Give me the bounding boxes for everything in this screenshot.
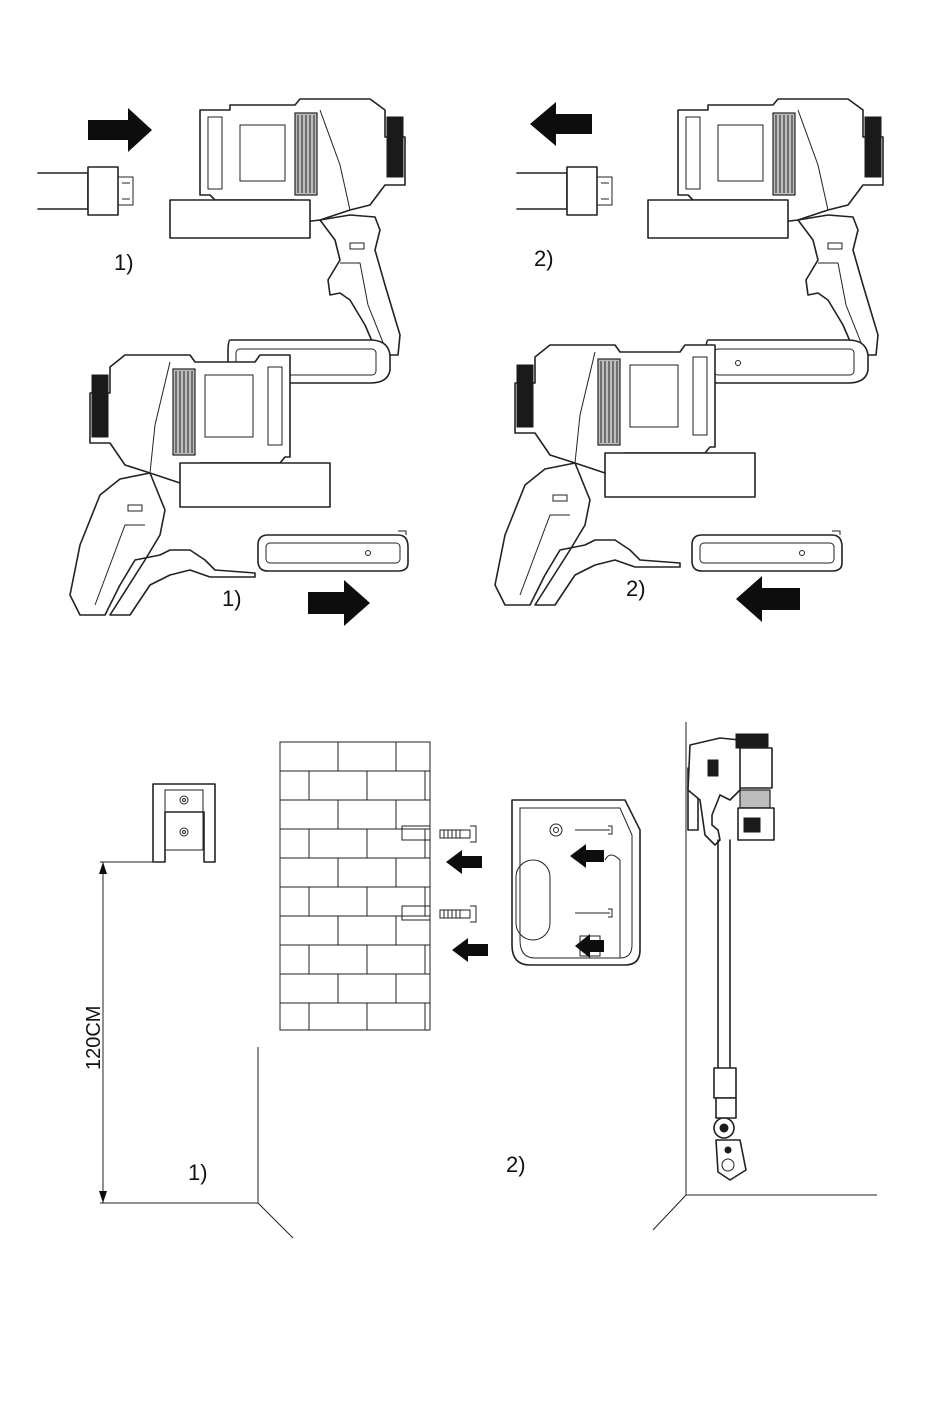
- row2-panel-remove-battery: 1): [70, 355, 408, 626]
- vacuum-main-unit: [70, 355, 330, 615]
- wall-bracket-small: [153, 784, 215, 862]
- arrow-right-icon: [308, 580, 370, 626]
- arrow-left-icon: [736, 576, 800, 622]
- row3-panel-mount-height: 120CM 1): [83, 784, 293, 1238]
- battery-pack: [692, 531, 842, 571]
- arrow-left-icon: [446, 850, 482, 874]
- wall-corner: [100, 1047, 293, 1238]
- row3-panel-hung-vacuum: [653, 722, 877, 1230]
- step-label: 1): [114, 250, 134, 275]
- battery-pack: [258, 531, 408, 571]
- row1-panel-attach-tube: 1): [38, 99, 405, 383]
- brick-wall: [280, 742, 430, 1030]
- step-label: 1): [188, 1160, 208, 1185]
- wall-hole: [402, 906, 430, 920]
- arrow-right-icon: [88, 108, 152, 152]
- step-label: 2): [534, 246, 554, 271]
- vacuum-main-unit: [648, 99, 883, 383]
- wall-plug: [440, 826, 476, 842]
- arrow-left-icon: [452, 938, 488, 962]
- arrow-left-icon: [530, 102, 592, 146]
- step-label: 2): [506, 1152, 526, 1177]
- step-label: 2): [626, 576, 646, 601]
- vacuum-on-wall: [688, 734, 774, 1180]
- row3-panel-screw-bracket: 2): [280, 742, 640, 1177]
- wall-plug: [440, 906, 476, 922]
- row1-panel-detach-tube: 2): [517, 99, 883, 383]
- row2-panel-insert-battery: 2): [495, 345, 842, 622]
- wall-hole: [402, 826, 430, 840]
- vacuum-main-unit: [170, 99, 405, 383]
- step-label: 1): [222, 586, 242, 611]
- wall-bracket: [512, 800, 640, 965]
- tube-connector: [38, 167, 133, 215]
- height-label: 120CM: [83, 1006, 105, 1070]
- tube-connector: [517, 167, 612, 215]
